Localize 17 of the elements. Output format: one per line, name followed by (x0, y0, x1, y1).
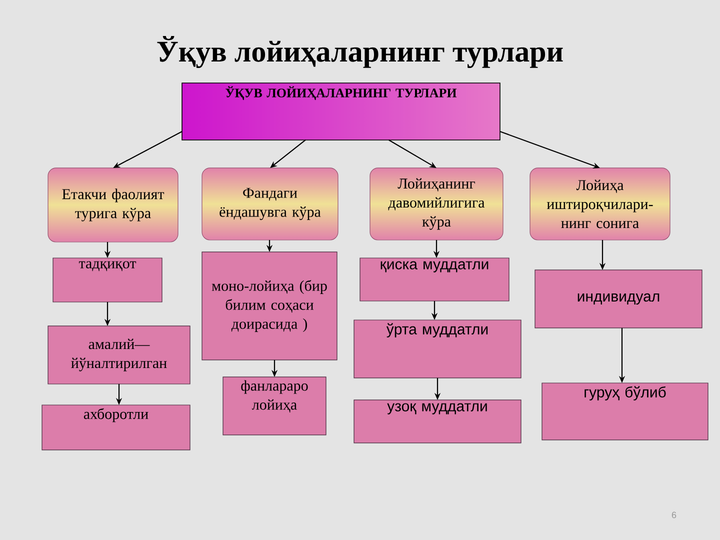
category-box: Лойиҳанинг давомийлигига кўра (370, 168, 504, 240)
type-box: қиска муддатли (360, 258, 510, 302)
category-box: Лойиҳа иштироқчилари- нинг сонига (530, 168, 670, 240)
type-box: ахборотли (42, 404, 190, 450)
type-box: ўрта муддатли (354, 320, 522, 378)
type-box: узоқ муддатли (354, 400, 522, 444)
type-box: амалий— йўналтирилган (48, 326, 190, 384)
page-number: 6 (672, 512, 676, 518)
type-box: моно-лойиҳа (бир билим соҳаси доирасида ) (202, 252, 338, 360)
type-box: гуруҳ бўлиб (542, 382, 708, 440)
type-box: тадқиқот (52, 258, 162, 302)
title: Ўқув лойиҳаларнинг турлари (157, 36, 563, 68)
type-box: фанлараро лойиҳа (222, 376, 326, 436)
category-box: Етакчи фаолият турига кўра (48, 168, 178, 242)
header-box: ЎҚУВ ЛОЙИҲАЛАРНИНГ ТУРЛАРИ (182, 82, 500, 140)
category-box: Фандаги ёндашувга кўра (202, 168, 338, 240)
type-box: индивидуал (534, 270, 702, 328)
